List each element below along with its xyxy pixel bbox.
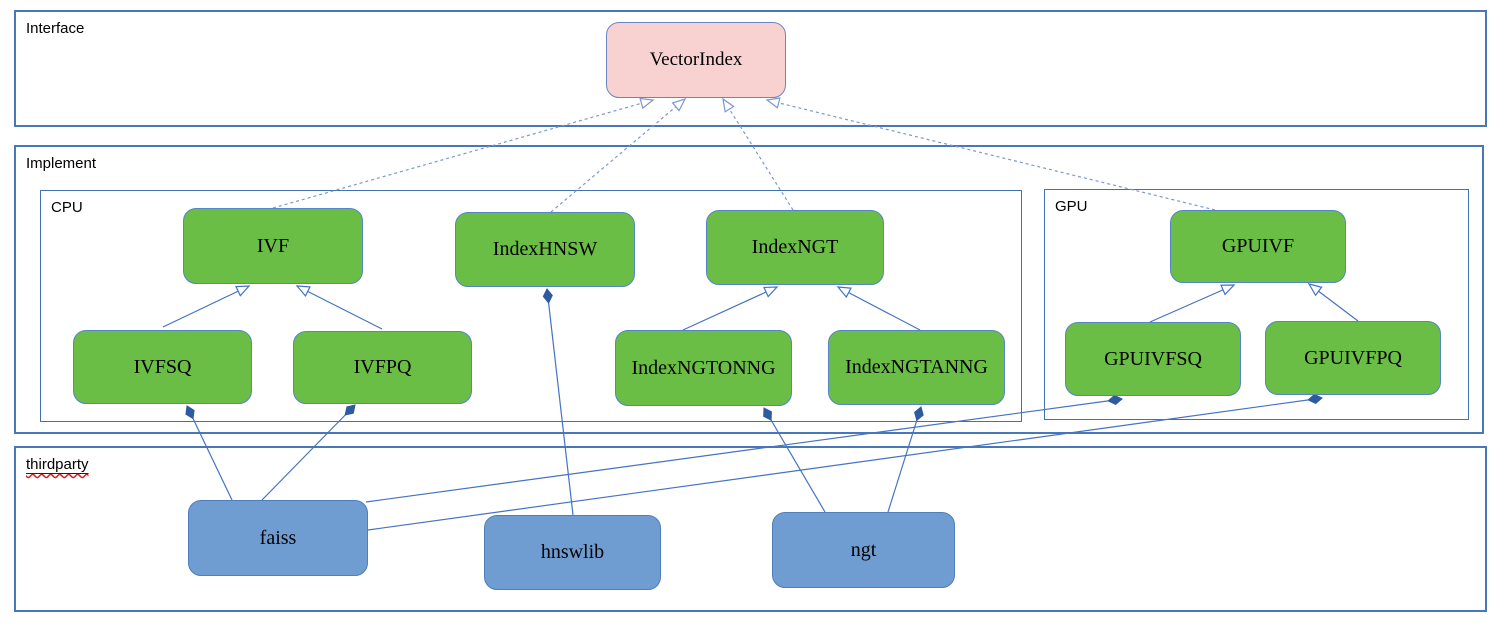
thirdparty-container-label: thirdparty — [26, 455, 89, 475]
node-ngt[interactable]: ngt — [772, 512, 955, 588]
node-ivfpq-label: IVFPQ — [353, 356, 412, 378]
node-indexngtanng-label: IndexNGTANNG — [845, 356, 988, 378]
node-gpuivfpq-label: GPUIVFPQ — [1304, 346, 1402, 369]
node-gpuivf-label: GPUIVF — [1221, 235, 1295, 257]
node-indexngtonng[interactable]: IndexNGTONNG — [615, 330, 792, 406]
node-hnswlib-label: hnswlib — [540, 541, 605, 563]
node-gpuivfsq[interactable]: GPUIVFSQ — [1065, 322, 1241, 396]
node-indexngtanng[interactable]: IndexNGTANNG — [828, 330, 1005, 405]
node-ivfsq-label: IVFSQ — [133, 355, 192, 378]
node-ngt-label: ngt — [850, 538, 877, 561]
node-indexngtonng-label: IndexNGTONNG — [631, 356, 776, 379]
implement-container-label: Implement — [26, 155, 97, 172]
node-faiss[interactable]: faiss — [188, 500, 368, 576]
node-vectorindex[interactable]: VectorIndex — [606, 22, 786, 98]
thirdparty-label-text: thirdparty — [26, 456, 89, 473]
node-indexngt[interactable]: IndexNGT — [706, 210, 884, 285]
cpu-container-label: CPU — [51, 199, 83, 216]
node-ivfsq[interactable]: IVFSQ — [73, 330, 252, 404]
gpu-container-label: GPU — [1055, 198, 1088, 215]
node-ivfpq[interactable]: IVFPQ — [293, 331, 472, 404]
node-gpuivfpq[interactable]: GPUIVFPQ — [1265, 321, 1441, 395]
node-indexhnsw-label: IndexHNSW — [492, 238, 598, 260]
node-gpuivfsq-label: GPUIVFSQ — [1104, 347, 1202, 370]
node-indexngt-label: IndexNGT — [751, 236, 839, 258]
interface-container-label: Interface — [26, 20, 85, 37]
node-gpuivf[interactable]: GPUIVF — [1170, 210, 1346, 283]
node-vectorindex-label: VectorIndex — [649, 49, 743, 70]
node-ivf[interactable]: IVF — [183, 208, 363, 284]
node-ivf-label: IVF — [256, 234, 290, 257]
node-hnswlib[interactable]: hnswlib — [484, 515, 661, 590]
node-faiss-label: faiss — [259, 526, 297, 549]
node-indexhnsw[interactable]: IndexHNSW — [455, 212, 635, 287]
